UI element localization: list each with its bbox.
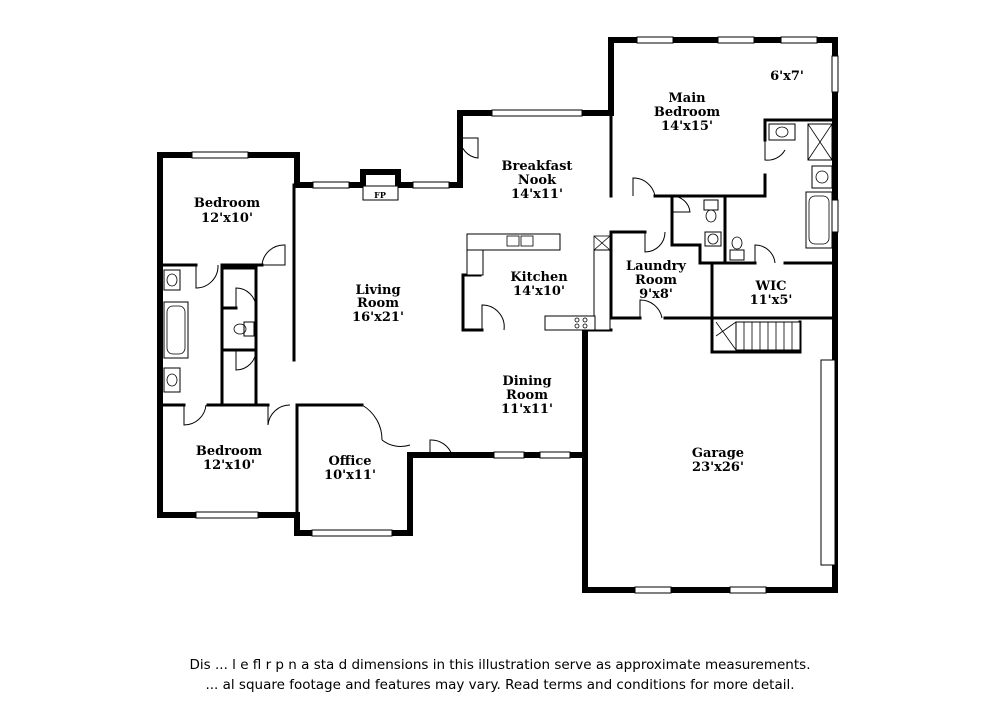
office-name: Office: [328, 454, 371, 469]
main-bedroom-name-2: Bedroom: [654, 105, 721, 120]
garage-dims: 23'x26': [692, 460, 744, 475]
sink-icon-4: [811, 165, 833, 189]
windows: [191, 36, 839, 594]
bathtub-icon: [163, 301, 189, 359]
living-room-name-1: Living: [355, 283, 400, 298]
stairs-icon: [715, 321, 801, 351]
main-bedroom-dims: 14'x15': [661, 119, 713, 134]
exterior-walls: [157, 37, 838, 593]
toilet-icon-4: [729, 249, 745, 261]
breakfast-nook-dims: 14'x11': [511, 187, 563, 202]
disclaimer: Dis ... l e fl r p n a sta d dimensions …: [0, 655, 1000, 695]
bedroom-sw-dims: 12'x10': [203, 458, 255, 473]
wic-name: WIC: [754, 279, 786, 294]
disclaimer-line-1: Dis ... l e fl r p n a sta d dimensions …: [189, 657, 811, 673]
fireplace-label: FP: [374, 190, 386, 200]
kitchen-dims: 14'x10': [513, 284, 565, 299]
kitchen-counter-north: [466, 233, 561, 251]
bedroom-nw-dims: 12'x10': [201, 211, 253, 226]
disclaimer-line-2: ... al square footage and features may v…: [205, 677, 795, 693]
wic-dims: 11'x5': [750, 293, 793, 308]
interior-walls: [158, 111, 837, 517]
stove-icon: [574, 317, 580, 323]
main-bedroom-name-1: Main: [668, 91, 706, 106]
breakfast-nook-name-1: Breakfast: [502, 159, 573, 174]
fireplace-icon: [362, 185, 399, 201]
kitchen-name: Kitchen: [510, 270, 568, 285]
toilet-icon: [243, 321, 255, 337]
laundry-room-name-1: Laundry: [626, 259, 686, 274]
dining-room-name-2: Room: [506, 388, 548, 403]
dining-room-dims: 11'x11': [501, 402, 553, 417]
sink-icon-3: [768, 123, 796, 141]
laundry-room-name-2: Room: [635, 273, 677, 288]
sink-icon: [163, 269, 181, 291]
bathtub-icon-2: [805, 191, 833, 249]
kitchen-counter-east: [593, 249, 611, 331]
kitchen-counter-west: [466, 249, 484, 276]
fridge-icon: [593, 235, 611, 251]
sink-icon-2: [163, 367, 181, 393]
room-labels: FP Bedroom 12'x10' Living Room 16'x21' B…: [194, 69, 804, 483]
breakfast-nook-name-2: Nook: [518, 173, 557, 188]
kitchen-counter-south: [544, 315, 596, 331]
laundry-room-dims: 9'x8': [639, 287, 673, 302]
dining-room-name-1: Dining: [502, 374, 551, 389]
living-room-dims: 16'x21': [352, 310, 404, 325]
bedroom-sw-name: Bedroom: [196, 444, 263, 459]
bedroom-nw-name: Bedroom: [194, 196, 261, 211]
office-dims: 10'x11': [324, 468, 376, 483]
toilet-icon-2: [703, 199, 719, 211]
garage-name: Garage: [692, 446, 744, 461]
doors: [183, 137, 786, 456]
fixtures: [163, 123, 833, 393]
main-bath-dims: 6'x7': [770, 69, 804, 84]
living-room-name-2: Room: [357, 296, 399, 311]
